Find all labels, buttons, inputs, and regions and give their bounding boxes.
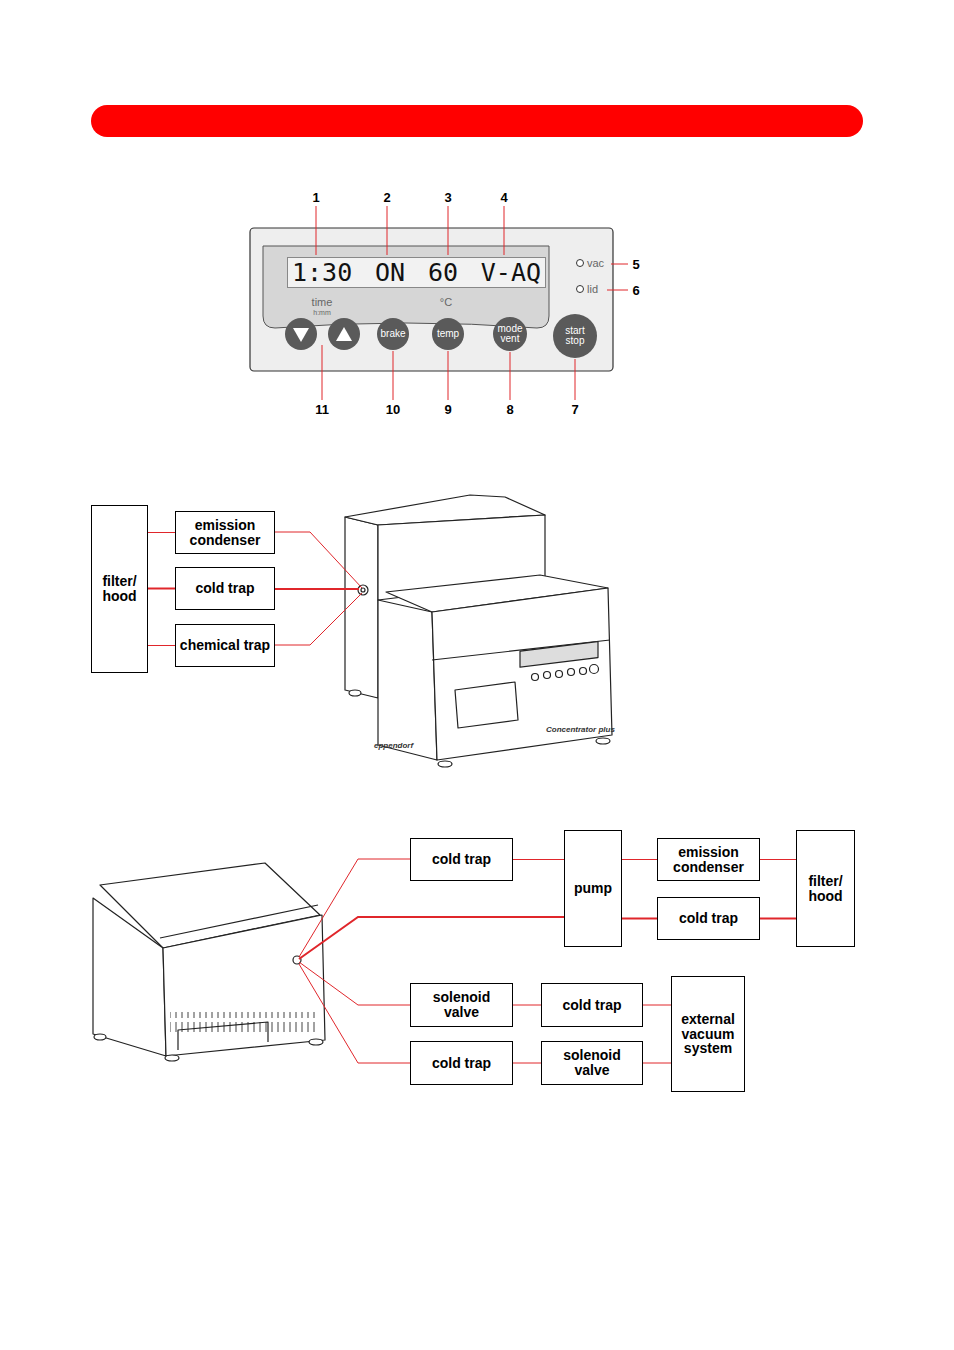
connector-line [643,1063,671,1064]
callout-number: 2 [383,191,390,204]
panel-label: h:mm [313,309,331,316]
display-reading: ON [375,258,405,287]
box-label: start stop [555,326,595,347]
display-reading: 60 [428,258,458,287]
box-label: brake [380,329,405,340]
process-box: pump [564,830,622,947]
connector-line [148,588,175,590]
callout-number: 1 [312,191,319,204]
box-label: emission condenser [661,845,756,874]
process-box: filter/ hood [91,505,148,673]
callout-number: 5 [632,258,639,271]
panel-button: brake [377,318,409,350]
panel-button: temp [432,318,464,350]
display-reading: V-AQ [481,258,541,287]
down-button [285,318,317,350]
box-label: cold trap [432,1056,491,1071]
callout-number: 7 [571,403,578,416]
box-label: emission condenser [179,518,271,547]
connector-line [148,645,175,646]
process-box: emission condenser [175,511,275,554]
process-box: cold trap [410,1041,513,1085]
connector-line [148,532,175,533]
connector-line [513,859,564,860]
concentrator-rear-view [93,863,325,1061]
connector-line [513,1063,541,1064]
connector-line [643,1005,671,1006]
panel-label: eppendorf [374,742,413,750]
process-box: solenoid valve [541,1041,643,1085]
box-label: filter/ hood [800,874,851,903]
process-box: solenoid valve [410,983,513,1027]
box-label: external vacuum system [675,1012,741,1056]
callout-number: 11 [315,403,329,416]
header-bar [91,105,863,137]
process-box: cold trap [657,897,760,940]
connector-line [622,918,657,920]
box-label: mode vent [495,324,525,345]
up-arrow [336,327,352,341]
process-box: cold trap [541,983,643,1027]
callout-number: 3 [444,191,451,204]
connector-line [513,1005,541,1006]
box-label: filter/ hood [95,574,144,603]
lcd-display: 1:30 ON 60 V-AQ [287,257,546,288]
callout-number: 6 [632,284,639,297]
display-reading: 1:30 [292,258,352,287]
box-label: cold trap [432,852,491,867]
box-label: cold trap [195,581,254,596]
lid-led [577,286,584,293]
callout-number: 9 [444,403,451,416]
box-label: temp [437,329,459,340]
connector-line [760,918,796,920]
process-box: chemical trap [175,624,275,667]
leader-lines [275,532,362,645]
process-box: filter/ hood [796,830,855,947]
process-box: emission condenser [657,838,760,881]
box-label: solenoid valve [414,990,509,1019]
panel-button: start stop [553,314,597,358]
display-bezel [263,246,549,328]
callout-number: 10 [386,403,400,416]
process-box: cold trap [175,567,275,610]
control-panel [250,228,613,371]
process-box: external vacuum system [671,976,745,1092]
callout-number: 8 [506,403,513,416]
box-label: pump [574,881,612,896]
callout-number: 4 [500,191,507,204]
connector-line [622,859,657,860]
box-label: chemical trap [180,638,270,653]
panel-label: time [312,297,333,308]
up-button [328,318,360,350]
panel-label: Concentrator plus [546,726,615,734]
box-label: solenoid valve [545,1048,639,1077]
box-label: cold trap [562,998,621,1013]
connector-line [760,859,796,860]
panel-label: °C [440,297,452,308]
process-box: cold trap [410,838,513,881]
panel-label: lid [587,284,598,295]
leader-lines [316,206,628,400]
panel-button: mode vent [493,317,527,351]
vac-led [577,260,584,267]
box-label: cold trap [679,911,738,926]
down-arrow [293,328,309,342]
panel-label: vac [587,258,604,269]
leader-lines [299,859,564,1063]
